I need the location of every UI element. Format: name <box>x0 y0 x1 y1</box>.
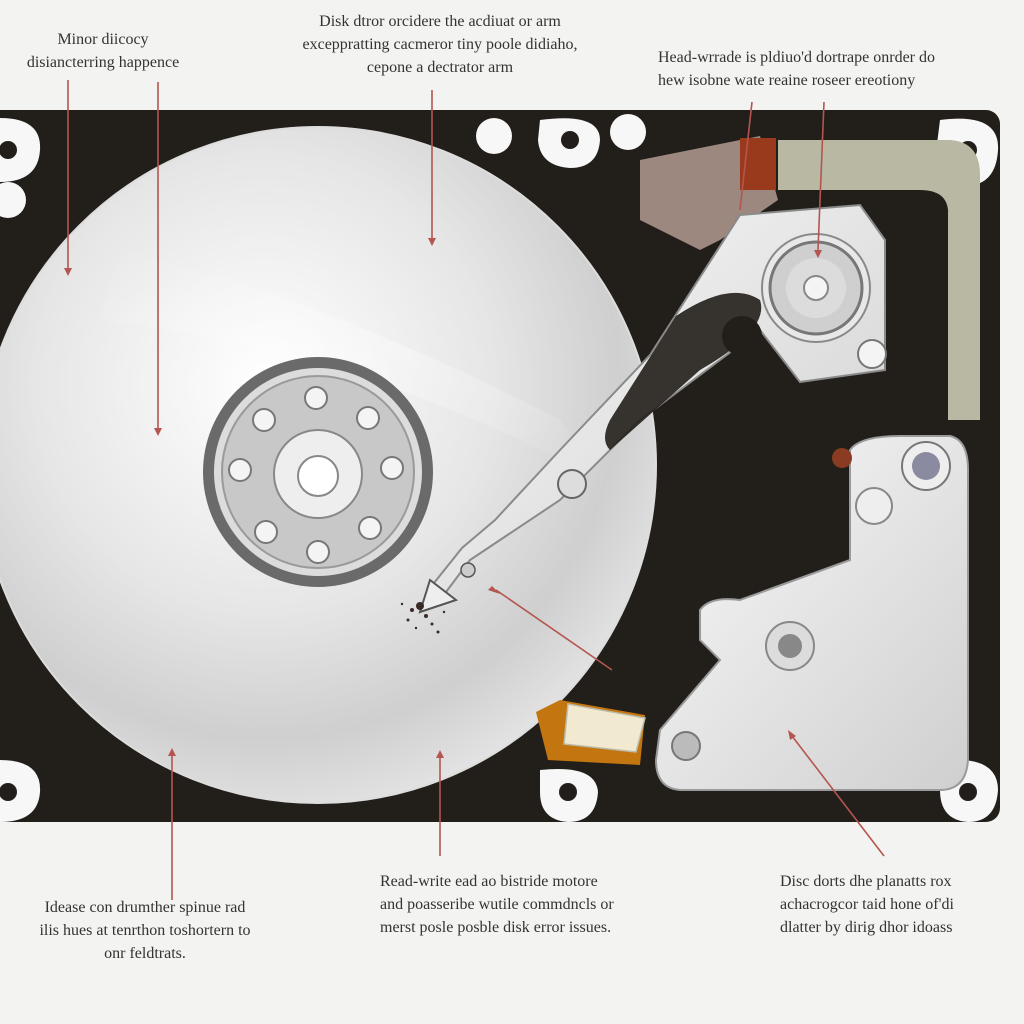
label-top-right: Head-wrrade is pldiuo'd dortrape onrder … <box>658 46 1020 92</box>
connector <box>536 700 646 765</box>
label-line: ilis hues at tenrthon toshortern to <box>39 922 251 939</box>
leader-lines <box>67 80 885 900</box>
label-line: exceppratting cacmeror tiny poole didiah… <box>302 36 578 53</box>
flex-cable <box>778 140 980 420</box>
label-bottom-center: Read-write ead ao bistride motore and po… <box>380 870 710 939</box>
label-bottom-left: Idease con drumther spinue rad ilis hues… <box>0 896 290 965</box>
leader-arrowheads <box>64 238 822 758</box>
label-line: merst posle posble disk error issues. <box>380 919 612 936</box>
label-line: achacrogcor taid hone of'di <box>780 896 954 913</box>
label-line: disiancterring happence <box>26 54 180 71</box>
debris <box>400 602 446 634</box>
spindle-hub-icon <box>203 357 433 587</box>
label-line: and poasseribe wutile commdncls or <box>380 896 614 913</box>
actuator-magnet-accent <box>740 138 776 190</box>
label-line: Head-wrrade is pldiuo'd dortrape onrder … <box>658 49 936 66</box>
read-write-head-icon <box>418 562 476 614</box>
label-line: cepone a dectrator arm <box>366 59 514 76</box>
label-line: Disc dorts dhe planatts rox <box>780 873 952 890</box>
label-bottom-right: Disc dorts dhe planatts rox achacrogcor … <box>780 870 1024 939</box>
label-top-left: Minor diicocy disiancterring happence <box>0 28 206 74</box>
label-top-center: Disk dtror orcidere the acdiuat or arm e… <box>250 10 630 79</box>
label-line: Minor diicocy <box>57 31 149 48</box>
label-line: Read-write ead ao bistride motore <box>380 873 598 890</box>
actuator-pivot-icon <box>761 233 887 369</box>
label-line: hew isobne wate reaine roseer ereotiony <box>658 72 916 89</box>
label-line: Disk dtror orcidere the acdiuat or arm <box>319 13 561 30</box>
label-line: Idease con drumther spinue rad <box>44 899 246 916</box>
voice-coil-bracket <box>654 435 969 791</box>
label-line: dlatter by dirig dhor idoass <box>780 919 953 936</box>
label-line: onr feldtrats. <box>104 945 186 962</box>
